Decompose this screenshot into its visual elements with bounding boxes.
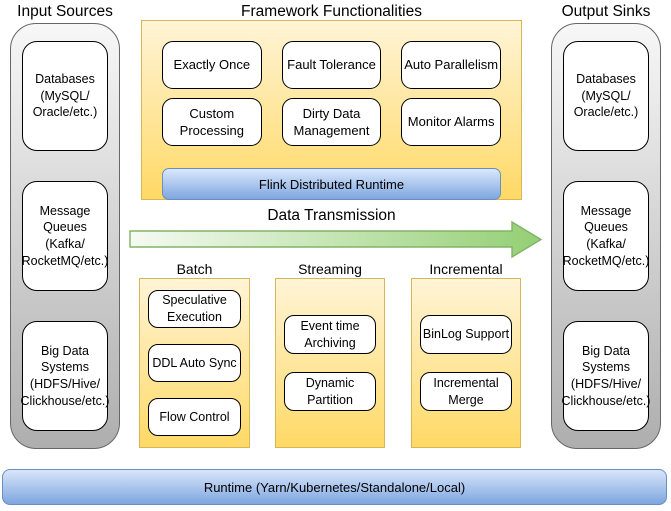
incremental-label: Incremental <box>429 261 503 277</box>
flink-distributed-runtime-bar: Flink Distributed Runtime <box>162 168 501 200</box>
feature-auto-parallelism: Auto Parallelism <box>401 41 501 89</box>
framework-title: Framework Functionalities <box>241 3 422 20</box>
streaming-event-time-archiving: Event time Archiving <box>284 315 376 354</box>
input-sources-container: Databases (MySQL/ Oracle/etc.) Message Q… <box>10 23 120 449</box>
feature-fault-tolerance: Fault Tolerance <box>281 41 382 89</box>
feature-custom-processing: Custom Processing <box>162 98 262 146</box>
input-source-databases: Databases (MySQL/ Oracle/etc.) <box>22 41 108 151</box>
batch-speculative-execution: Speculative Execution <box>148 290 241 328</box>
output-sinks-container: Databases (MySQL/ Oracle/etc.) Message Q… <box>551 23 661 449</box>
streaming-label: Streaming <box>298 261 362 277</box>
streaming-panel: Event time Archiving Dynamic Partition <box>275 278 385 448</box>
batch-panel: Speculative Execution DDL Auto Sync Flow… <box>139 278 250 448</box>
feature-exactly-once: Exactly Once <box>162 41 262 89</box>
output-sink-databases: Databases (MySQL/ Oracle/etc.) <box>563 41 649 151</box>
incremental-panel: BinLog Support Incremental Merge <box>411 278 521 448</box>
data-transmission-label: Data Transmission <box>267 207 396 224</box>
framework-container: Exactly Once Fault Tolerance Auto Parall… <box>141 20 522 200</box>
runtime-bar: Runtime (Yarn/Kubernetes/Standalone/Loca… <box>2 469 667 505</box>
feature-dirty-data-management: Dirty Data Management <box>281 98 382 146</box>
batch-label: Batch <box>176 261 213 277</box>
output-sink-big-data-systems: Big Data Systems (HDFS/Hive/ Clickhouse/… <box>562 321 650 431</box>
data-transmission-arrow-icon <box>129 220 543 259</box>
batch-flow-control: Flow Control <box>148 398 241 436</box>
batch-ddl-auto-sync: DDL Auto Sync <box>148 344 241 382</box>
input-source-big-data-systems: Big Data Systems (HDFS/Hive/ Clickhouse/… <box>21 321 109 431</box>
incremental-merge: Incremental Merge <box>420 372 512 411</box>
input-source-message-queues: Message Queues (Kafka/ RocketMQ/etc.) <box>22 181 108 291</box>
output-sink-message-queues: Message Queues (Kafka/ RocketMQ/etc.) <box>563 181 649 291</box>
incremental-binlog-support: BinLog Support <box>420 315 512 354</box>
input-sources-title: Input Sources <box>17 3 113 20</box>
feature-monitor-alarms: Monitor Alarms <box>401 98 501 146</box>
output-sinks-title: Output Sinks <box>561 3 651 20</box>
streaming-dynamic-partition: Dynamic Partition <box>284 372 376 411</box>
